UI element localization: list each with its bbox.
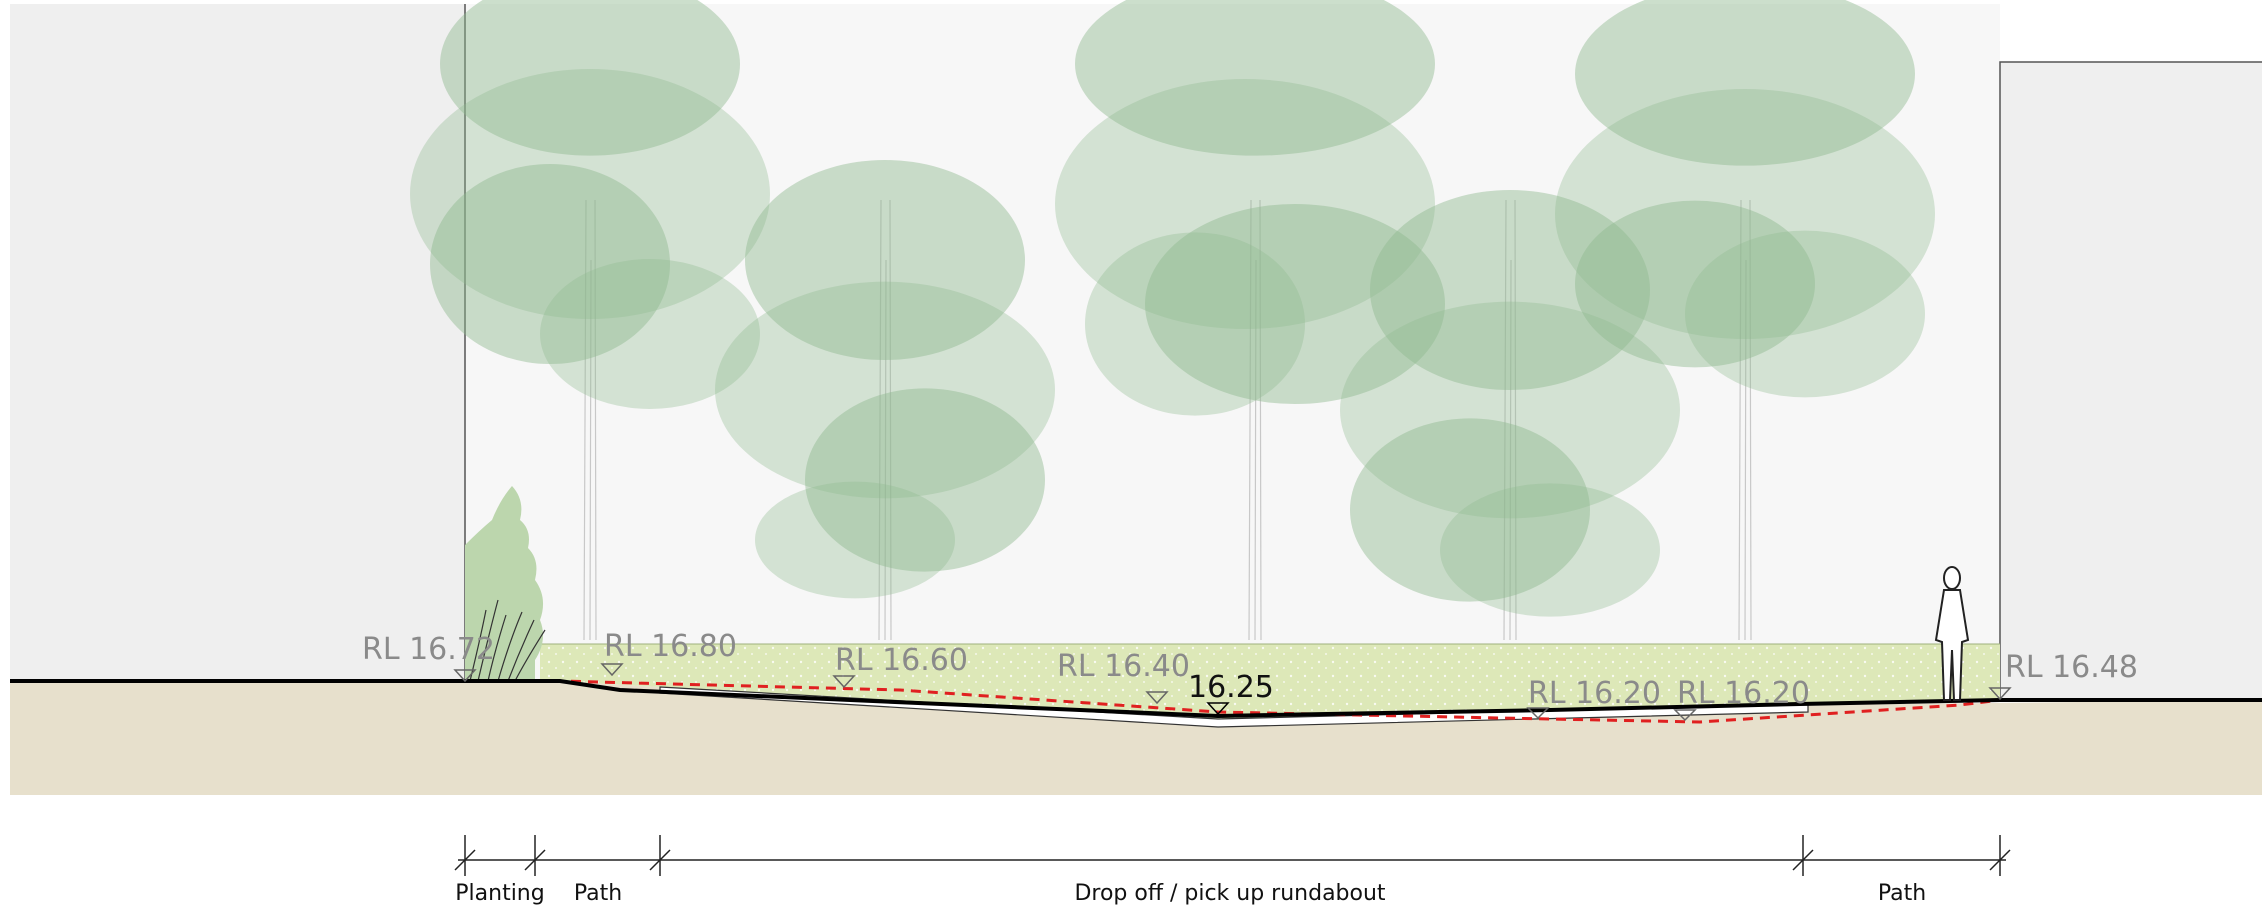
tree-canopy [805, 388, 1045, 572]
level-label-1680: RL 16.80 [604, 629, 737, 664]
tree-trunk [1738, 199, 1752, 641]
tree-canopy [1440, 483, 1660, 617]
tree-canopy [1555, 89, 1935, 339]
level-label-1620-a: RL 16.20 [1528, 676, 1661, 711]
tree-canopy [715, 281, 1055, 499]
tree-canopy [410, 69, 770, 319]
tree-1 [410, 0, 770, 641]
level-marker-1625 [1206, 702, 1230, 716]
tree-canopy [1350, 418, 1590, 602]
zone-label-path-left: Path [574, 881, 622, 905]
tree-canopy [1575, 200, 1815, 368]
level-marker-1640 [1145, 691, 1169, 705]
person-scale-figure [1934, 566, 1970, 701]
level-marker-1672 [453, 669, 477, 683]
level-label-1660: RL 16.60 [835, 643, 968, 678]
level-marker-1620-a [1526, 707, 1550, 720]
tree-trunk [583, 199, 597, 641]
tree-canopy [430, 164, 670, 364]
tree-3 [1055, 0, 1445, 641]
level-marker-1660 [832, 675, 856, 689]
tree-trunk [878, 199, 892, 641]
level-label-1640: RL 16.40 [1057, 649, 1190, 684]
sky-backdrop [465, 4, 2000, 684]
tree-trunk [1248, 199, 1262, 641]
tree-canopy [1685, 230, 1925, 398]
zone-label-roundabout: Drop off / pick up rundabout [1074, 881, 1385, 905]
level-label-1620-b: RL 16.20 [1677, 676, 1810, 711]
tree-canopy [1085, 232, 1305, 416]
zone-label-planting: Planting [455, 881, 544, 905]
level-label-1625: 16.25 [1188, 670, 1274, 705]
tree-5 [1555, 0, 1935, 641]
tree-canopy [755, 481, 955, 599]
zone-label-path-right: Path [1878, 881, 1926, 905]
right-building [2000, 62, 2262, 702]
tree-4 [1340, 190, 1680, 641]
level-label-1648: RL 16.48 [2005, 650, 2138, 685]
right-building-edge [1999, 61, 2262, 700]
tree-canopy [1575, 0, 1915, 166]
tree-canopies [410, 0, 1935, 641]
level-label-1672: RL 16.72 [362, 632, 495, 667]
tree-canopy [745, 160, 1025, 360]
tree-trunk [1503, 199, 1517, 641]
design-ground-line [10, 679, 2262, 719]
shrub-planting [465, 486, 546, 682]
tree-canopy [1370, 190, 1650, 390]
tree-canopy [1340, 301, 1680, 519]
level-marker-1680 [600, 663, 624, 677]
left-building [10, 4, 465, 681]
tree-canopy [440, 0, 740, 156]
tree-canopy [1145, 204, 1445, 404]
tree-canopy [540, 259, 760, 409]
level-marker-1648 [1988, 687, 2012, 701]
level-marker-1620-b [1673, 709, 1697, 722]
tree-canopy [1075, 0, 1435, 156]
dimension-line [454, 835, 2011, 876]
level-markers [453, 663, 2012, 722]
tree-canopy [1055, 79, 1435, 329]
tree-2 [715, 160, 1055, 641]
